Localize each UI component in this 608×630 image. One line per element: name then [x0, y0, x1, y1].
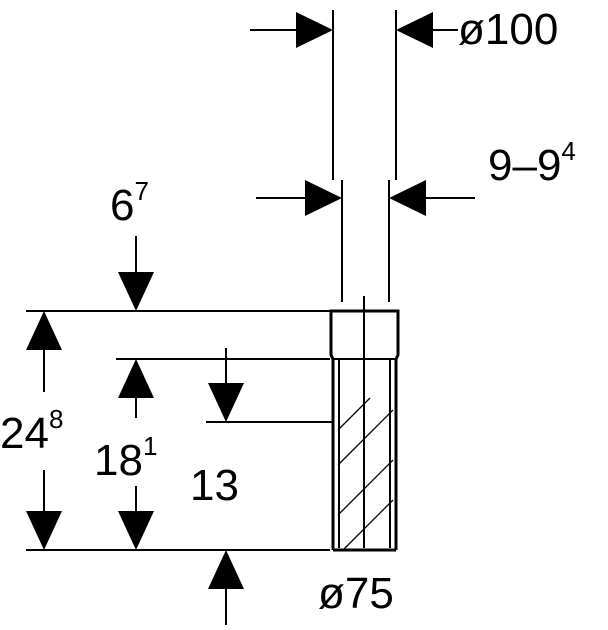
dimension-total-length: 248: [0, 311, 63, 550]
outer-diameter-label: ø100: [458, 5, 558, 54]
arrow-down-icon: [118, 272, 154, 311]
dimension-insert-length: 13: [190, 348, 244, 625]
arrow-down-icon: [208, 383, 244, 422]
hatch-pattern: [337, 397, 394, 551]
arrow-up-icon: [26, 311, 62, 350]
arrow-up-icon: [208, 550, 244, 589]
total-length-label: 248: [0, 404, 63, 458]
socket-depth-label: 67: [110, 176, 149, 230]
pipe-diameter-label: ø75: [318, 569, 394, 618]
arrow-right-icon: [305, 180, 342, 216]
arrow-left-icon: [389, 180, 426, 216]
insert-length-label: 13: [190, 461, 239, 510]
wall-thickness-label: 9–94: [488, 136, 576, 190]
inner-length-label: 181: [94, 431, 157, 485]
dimension-outer-diameter: ø100: [250, 5, 558, 180]
arrow-up-icon: [118, 359, 154, 398]
dimension-wall-thickness: 9–94: [256, 136, 576, 302]
arrow-down-icon: [118, 511, 154, 550]
dimension-socket-depth: 67: [110, 176, 154, 311]
arrow-left-icon: [396, 12, 433, 48]
dimension-inner-length: 181: [94, 359, 157, 550]
arrow-right-icon: [296, 12, 333, 48]
pipe-fitting: [329, 296, 400, 552]
arrow-down-icon: [26, 511, 62, 550]
